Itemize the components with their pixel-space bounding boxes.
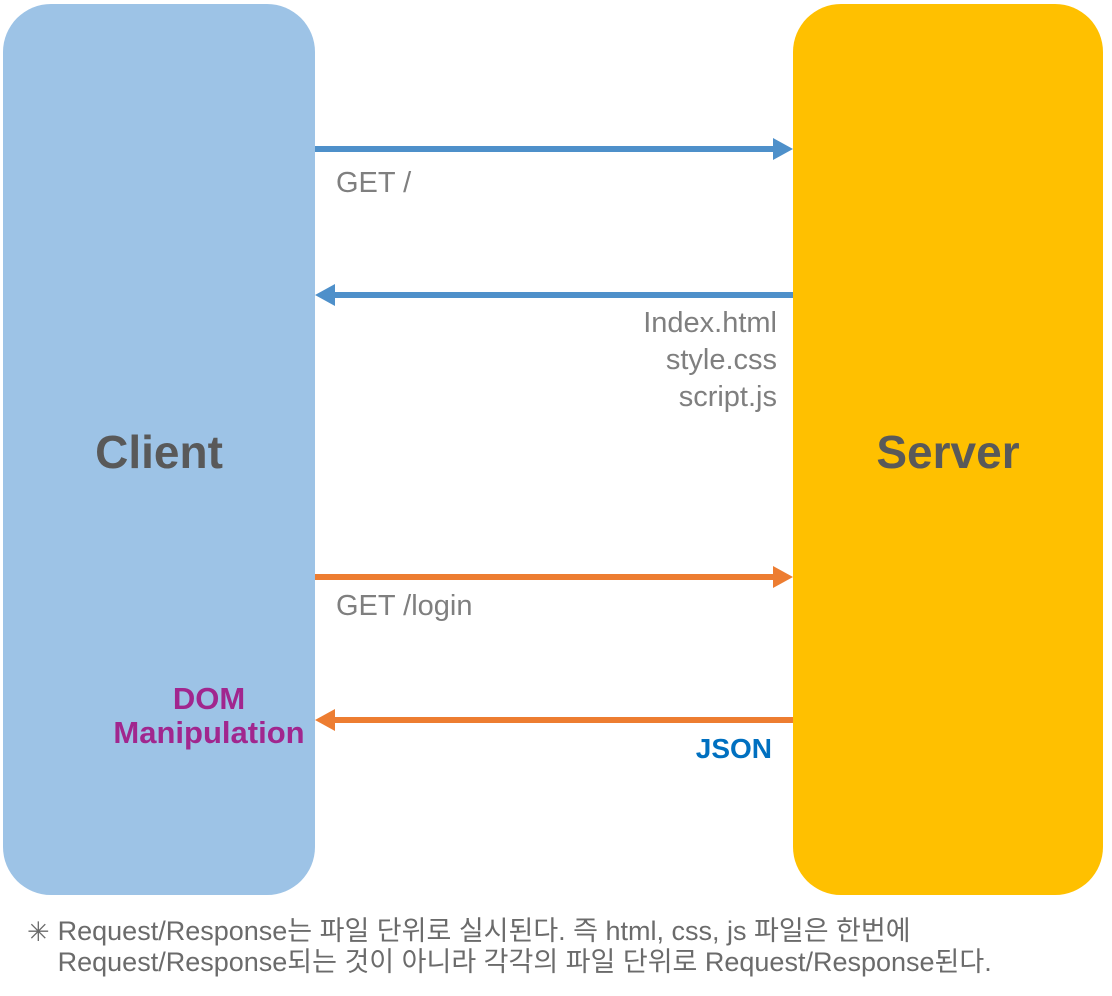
arrowhead-right-icon [773,566,793,588]
response-file-script-js: script.js [678,381,777,413]
json-label: JSON [695,733,772,764]
arrow-shaft [334,717,793,723]
dom-note-line-1: DOM [172,681,246,716]
arrowhead-right-icon [773,138,793,160]
arrowhead-left-icon [315,709,335,731]
arrow-shaft [315,574,774,580]
arrow-response-json [315,709,793,731]
server-box: Server [793,4,1103,895]
footnote-line-1: Request/Response는 파일 단위로 실시된다. 즉 html, c… [57,916,911,946]
response-file-index-html: Index.html [643,307,777,339]
response-files-label: Index.html style.css script.js [643,305,777,416]
footnote-line-2: Request/Response되는 것이 아니라 각각의 파일 단위로 Req… [57,947,992,977]
dom-note-line-2: Manipulation [113,715,305,750]
get-login-label: GET /login [336,590,473,622]
arrow-response-files [315,284,793,306]
arrowhead-left-icon [315,284,335,306]
get-root-label: GET / [336,167,412,199]
arrow-request-get-login [315,566,793,588]
server-label: Server [876,426,1020,478]
asterisk-icon: ✳ [27,917,50,947]
footnote: ✳ Request/Response는 파일 단위로 실시된다. 즉 html,… [27,916,992,978]
dom-manipulation-note: DOM Manipulation [85,682,333,750]
arrow-shaft [315,146,774,152]
footnote-text: Request/Response는 파일 단위로 실시된다. 즉 html, c… [58,916,992,978]
response-file-style-css: style.css [665,344,777,376]
client-box: Client DOM Manipulation [3,4,315,895]
arrow-shaft [334,292,793,298]
client-label: Client [95,426,223,478]
arrow-request-get-root [315,138,793,160]
